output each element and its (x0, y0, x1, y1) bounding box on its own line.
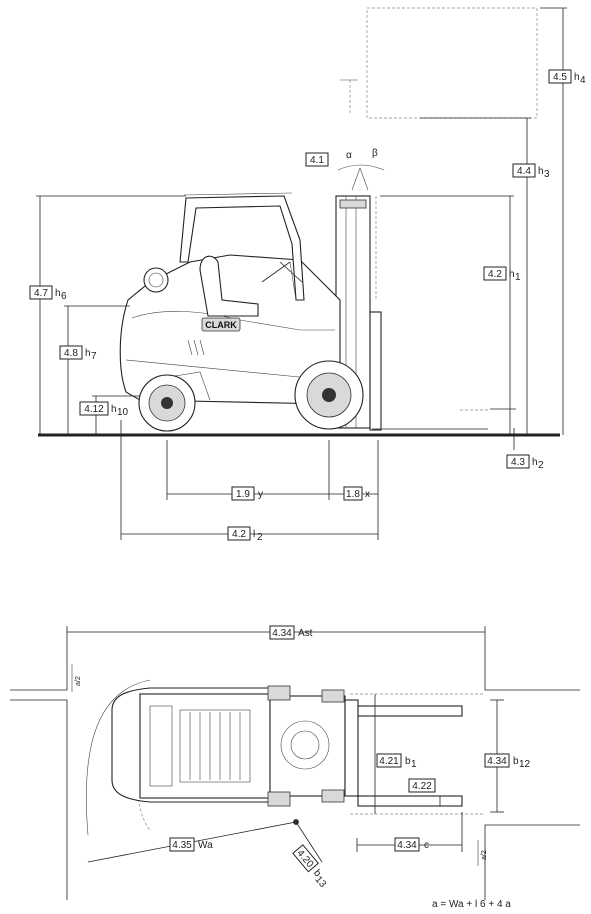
svg-text:α: α (346, 150, 352, 161)
label-s: 4.34 c (394, 837, 429, 852)
svg-text:x: x (365, 489, 370, 500)
svg-text:1.8: 1.8 (346, 489, 360, 500)
svg-text:h: h (574, 72, 580, 83)
svg-text:b: b (513, 756, 519, 767)
svg-text:4.2: 4.2 (488, 269, 502, 280)
svg-text:β: β (372, 148, 378, 159)
label-wa: 4.35 Wa (169, 837, 213, 852)
label-4-22: 4.22 (408, 778, 436, 793)
svg-text:6: 6 (61, 291, 67, 302)
svg-text:1: 1 (411, 759, 417, 770)
fork (372, 409, 490, 430)
svg-text:h: h (509, 269, 515, 280)
svg-text:l: l (253, 529, 255, 540)
overhead-guard (179, 192, 305, 317)
label-4-7: 4.7 h 6 (29, 285, 67, 302)
label-4-2-h1: 4.2 h 1 (483, 266, 521, 283)
svg-text:2: 2 (538, 460, 544, 471)
label-1-9: 1.9 y (231, 486, 263, 501)
label-4-5: 4.5 h 4 (548, 69, 586, 86)
svg-text:4.8: 4.8 (64, 348, 78, 359)
top-view: 4.34 Ast 4.21 b 1 4.34 b 12 4.22 4.35 Wa… (10, 625, 580, 900)
label-b1: 4.21 b 1 (376, 753, 417, 770)
svg-text:10: 10 (117, 407, 129, 418)
label-4-8: 4.8 h 7 (59, 345, 97, 362)
label-4-2-l2: 4.2 l 2 (227, 526, 263, 543)
svg-text:4.2: 4.2 (232, 529, 246, 540)
svg-text:12: 12 (519, 759, 531, 770)
svg-text:4.35: 4.35 (172, 840, 192, 851)
label-4-4: 4.4 h 3 (512, 163, 550, 180)
truck-top-outline (111, 685, 359, 807)
svg-text:y: y (258, 489, 263, 500)
svg-text:1: 1 (515, 272, 521, 283)
svg-text:h: h (85, 348, 91, 359)
svg-text:1.9: 1.9 (236, 489, 250, 500)
svg-text:h: h (532, 457, 538, 468)
label-b13: 4.20 b 13 (292, 844, 328, 890)
svg-text:2: 2 (257, 532, 263, 543)
svg-text:c: c (424, 840, 429, 851)
aisle-walls (10, 640, 580, 900)
raised-load-outline (340, 7, 538, 119)
footer-formula: a = Wa + l 6 + 4 a (432, 899, 511, 910)
label-b12: 4.34 b 12 (484, 753, 531, 770)
length-dimensions (120, 420, 379, 540)
svg-text:3: 3 (544, 169, 550, 180)
turning-arc (85, 679, 151, 836)
label-ast: 4.34 Ast (269, 625, 313, 640)
svg-text:4.3: 4.3 (511, 457, 525, 468)
svg-text:b: b (405, 756, 411, 767)
svg-text:h: h (55, 288, 61, 299)
svg-text:4.34: 4.34 (397, 840, 417, 851)
label-4-12: 4.12 h 10 (79, 401, 129, 418)
truck-body: CLARK (119, 254, 341, 405)
height-dimensions (36, 7, 567, 450)
svg-text:b: b (311, 868, 323, 880)
svg-text:4: 4 (580, 75, 586, 86)
svg-text:4.5: 4.5 (553, 72, 567, 83)
label-4-3: 4.3 h 2 (506, 454, 544, 471)
svg-text:4.34: 4.34 (487, 756, 507, 767)
svg-text:4.4: 4.4 (517, 166, 531, 177)
a-half-bottom-label: a/2 (481, 850, 488, 860)
svg-text:Wa: Wa (198, 840, 213, 851)
svg-text:7: 7 (91, 351, 97, 362)
svg-text:4.7: 4.7 (34, 288, 48, 299)
svg-text:4.22: 4.22 (412, 781, 432, 792)
svg-text:Ast: Ast (298, 628, 313, 639)
width-dimensions (356, 694, 504, 852)
svg-text:4.12: 4.12 (84, 404, 104, 415)
svg-text:4.21: 4.21 (379, 756, 399, 767)
a-half-top-label: a/2 (75, 676, 82, 686)
svg-text:4.34: 4.34 (272, 628, 292, 639)
rear-wheel (138, 374, 196, 432)
tilt-angle-marks (337, 164, 385, 191)
svg-text:h: h (111, 404, 117, 415)
svg-text:4.1: 4.1 (310, 155, 324, 166)
side-view: CLARK (29, 7, 586, 543)
label-4-1: 4.1 α β (305, 148, 378, 167)
forks-top (350, 693, 485, 815)
brand-logo: CLARK (205, 320, 237, 330)
svg-text:h: h (538, 166, 544, 177)
label-1-8: 1.8 x (343, 486, 370, 501)
front-wheel (294, 360, 364, 430)
a-half-markers (71, 664, 479, 866)
